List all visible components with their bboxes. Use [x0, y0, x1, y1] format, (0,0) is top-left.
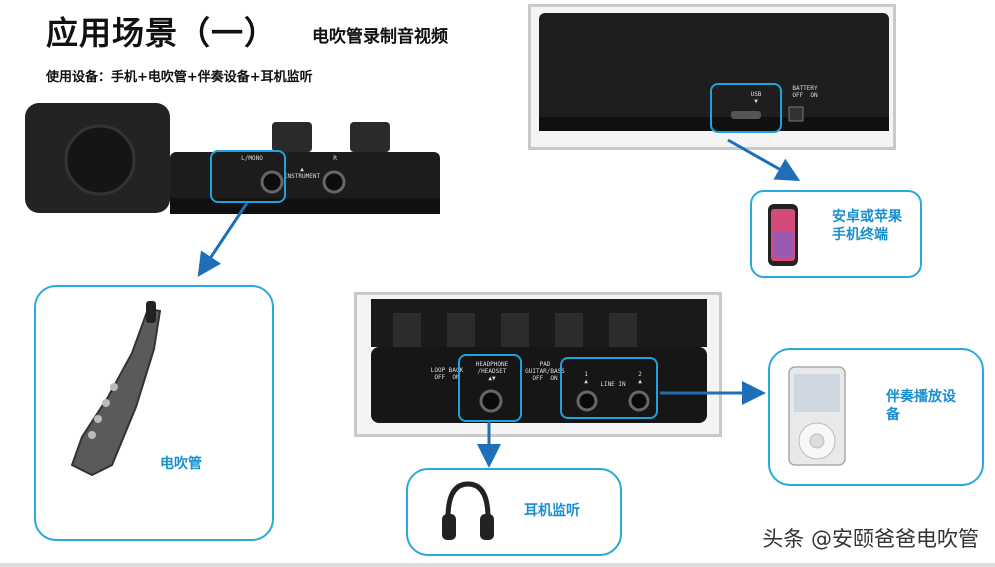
line1-label: 1 ▲ [584, 371, 588, 385]
wind-instrument-card: 电吹管 [34, 285, 274, 541]
watermark: 头条 @安颐爸爸电吹管 [762, 527, 979, 551]
r-label: R [333, 155, 337, 162]
headphones-card: 耳机监听 [406, 468, 622, 556]
wind-instrument-icon [70, 301, 162, 477]
devices-line: 使用设备：手机+电吹管+伴奏设备+耳机监听 [46, 70, 313, 85]
usb-port-highlight [710, 83, 782, 133]
pad-label: PAD GUITAR/BASS OFF ON [525, 361, 565, 382]
page-title: 应用场景（一） [46, 14, 278, 52]
headphone-label: HEADPHONE /HEADSET ▲▼ [475, 361, 509, 382]
loopback-label: LOOP BACK OFF ON [430, 367, 464, 381]
device-side-drawing [371, 299, 707, 423]
phone-card: 安卓或苹果手机终端 [750, 190, 922, 278]
headphones-label: 耳机监听 [524, 503, 580, 519]
linein-label: LINE IN [600, 381, 626, 388]
lmono-label: L/MONO [241, 155, 263, 162]
phone-label: 安卓或苹果手机终端 [832, 209, 902, 243]
usb-label: USB ▼ [750, 91, 762, 105]
device-back-drawing [539, 13, 889, 131]
device-side-photo-frame: LOOP BACK OFF ON HEADPHONE /HEADSET ▲▼ P… [354, 292, 722, 437]
device-front-drawing [25, 103, 440, 214]
instrument-label: ▲ INSTRUMENT [283, 166, 321, 180]
battery-label: BATTERY OFF ON [792, 85, 818, 99]
device-back-photo-frame: USB ▼ BATTERY OFF ON [528, 4, 896, 150]
page-subtitle: 电吹管录制音视频 [312, 27, 448, 47]
player-card: 伴奏播放设备 [768, 348, 984, 486]
headphone-jack-highlight [458, 354, 522, 422]
device-front-photo: L/MONO R ▲ INSTRUMENT [20, 98, 450, 220]
line2-label: 2 ▲ [638, 371, 642, 385]
wind-instrument-label: 电吹管 [160, 456, 202, 472]
linein-highlight [560, 357, 658, 419]
music-player-icon [788, 366, 846, 466]
phone-icon [768, 204, 798, 266]
lmono-jack-highlight [210, 150, 286, 203]
footer-divider [0, 563, 995, 567]
headphones-icon [442, 481, 494, 540]
player-label: 伴奏播放设备 [886, 389, 956, 423]
